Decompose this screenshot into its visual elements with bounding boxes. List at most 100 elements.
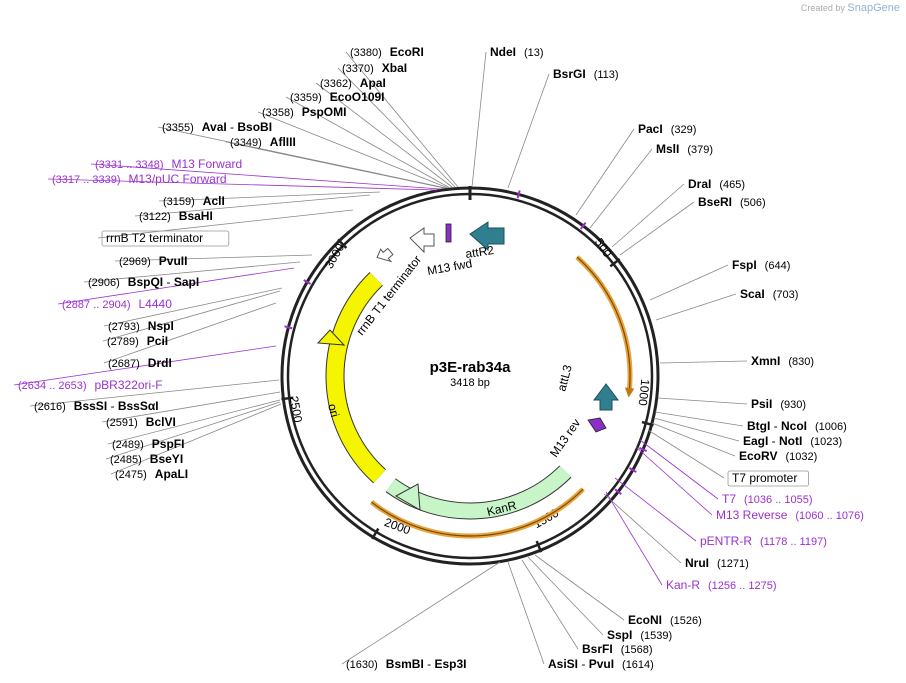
enzyme-label: (3362)ApaI: [320, 76, 386, 90]
leader-line: [605, 491, 663, 586]
tick-mark: [281, 396, 294, 401]
snapgene-credit: Created by SnapGene: [801, 2, 900, 14]
site-label: T7(1036 .. 1055): [722, 492, 813, 506]
leader-line: [114, 254, 313, 262]
site-label: DraI(465): [688, 177, 745, 191]
site-label: M13 Reverse(1060 .. 1076): [716, 508, 864, 522]
enzyme-label: (2793)NspI: [108, 319, 174, 333]
site-label: BsrGI(113): [553, 67, 619, 81]
feature-box: [727, 470, 809, 487]
kanr-arrowhead: [394, 483, 421, 511]
enzyme-label: (3355)AvaI - BsoBI: [162, 120, 272, 134]
enzyme-label: (2475)ApaLI: [115, 467, 188, 481]
enzyme-label: EagI - NotI(1023): [743, 434, 842, 448]
enzyme-label: DraI(465): [688, 177, 745, 191]
enzyme-label: ScaI(703): [740, 287, 798, 301]
leader-line: [651, 422, 736, 457]
leader-line: [654, 411, 744, 427]
site-label: (2489)PspFI: [112, 437, 184, 451]
enzyme-label: (2489)PspFI: [112, 437, 184, 451]
enzyme-label: AsiSI - PvuI(1614): [548, 657, 654, 671]
leader-line: [534, 554, 625, 621]
site-label: ScaI(703): [740, 287, 798, 301]
site-label: EcoRV(1032): [739, 449, 817, 463]
site-label: NdeI(13): [490, 45, 544, 59]
leader-line: [158, 191, 381, 202]
leader-line: [285, 96, 451, 189]
site-label: FspI(644): [732, 258, 790, 272]
feature-label-m13-fwd: M13 fwd: [426, 256, 473, 278]
primer-site-mark: [516, 190, 521, 199]
enzyme-label: BsrFI(1568): [582, 642, 652, 656]
feature-label-attL3: attL3: [554, 363, 575, 393]
enzyme-label: (2591)BclVI: [106, 415, 176, 429]
enzyme-label: (2687)DrdI: [108, 356, 172, 370]
site-label: PsiI(930): [751, 397, 806, 411]
tick-mark: [609, 258, 621, 268]
site-label: (2793)NspI: [108, 319, 174, 333]
enzyme-label: (2616)BssSI - BssSαI: [34, 399, 159, 413]
primer-site-mark: [614, 488, 622, 495]
site-label: (2969)PvuII: [119, 254, 187, 268]
enzyme-label: EcoRV(1032): [739, 449, 817, 463]
leader-line: [589, 148, 653, 229]
site-label: BtgI - NcoI(1006): [747, 419, 847, 433]
tick-mark: [337, 238, 348, 249]
site-label: (2616)BssSI - BssSαI: [34, 399, 159, 413]
leader-line: [101, 391, 281, 423]
enzyme-label: SspI(1539): [607, 628, 672, 642]
attl3-arrow: [593, 383, 619, 411]
enzyme-label: (3370)XbaI: [342, 61, 407, 75]
primer-label: (3317 .. 3339)M13/pUC Forward: [52, 172, 227, 186]
feature-arcs: [284, 190, 648, 539]
feature-arc-bottom-line: [371, 488, 584, 537]
enzyme-label: (3380)EcoRI: [350, 45, 424, 59]
enzyme-label: MslI(379): [656, 142, 713, 156]
primer-label: M13 Reverse(1060 .. 1076): [716, 508, 864, 522]
tick-label: 500: [592, 235, 615, 260]
site-label: (2906)BspQI - SapI: [88, 275, 199, 289]
credit-brand: SnapGene: [847, 2, 900, 14]
leader-line: [657, 397, 748, 405]
site-label: EcoNI(1526): [628, 613, 702, 627]
enzyme-label: (3359)EcoO109I: [290, 90, 385, 104]
site-label: (2591)BclVI: [106, 415, 176, 429]
primer-label: T7(1036 .. 1055): [722, 492, 813, 506]
leader-line: [655, 293, 737, 321]
tick-mark: [641, 420, 654, 427]
leader-line: [635, 446, 713, 516]
leader-line: [341, 561, 501, 665]
plasmid-name: p3E-rab34a: [430, 359, 512, 376]
leader-line: [29, 379, 280, 407]
enzyme-label: FspI(644): [732, 258, 790, 272]
enzyme-label: XmnI(830): [751, 354, 814, 368]
site-label: (3362)ApaI: [320, 76, 386, 90]
leader-line: [611, 183, 685, 248]
enzyme-label: (2969)PvuII: [119, 254, 187, 268]
site-label: (2789)PciI: [107, 334, 168, 348]
leader-line: [90, 163, 441, 190]
leader-line: [157, 126, 447, 189]
leader-line: [103, 302, 277, 364]
enzyme-label: NdeI(13): [490, 45, 544, 59]
leader-line: [649, 264, 729, 301]
leader-line: [47, 178, 438, 191]
ori-arrowhead: [316, 329, 346, 346]
primer-site-mark: [303, 279, 312, 285]
leader-line: [257, 111, 449, 189]
primer-site-mark: [284, 325, 293, 330]
leader-line: [507, 561, 545, 665]
primer-label: (2887 .. 2904)L4440: [62, 297, 172, 311]
leader-line: [102, 290, 281, 342]
site-label: XmnI(830): [751, 354, 814, 368]
leader-line: [110, 403, 282, 475]
site-label: T7 promoter: [727, 470, 809, 487]
site-label: pENTR-R(1178 .. 1197): [700, 534, 827, 548]
feature-box-label: rrnB T2 terminator: [106, 231, 203, 245]
enzyme-label: (1630)BsmBI - Esp3I: [346, 657, 467, 671]
tick-label: 1000: [636, 378, 653, 406]
feature-box: [101, 230, 230, 247]
enzyme-label: (2789)PciI: [107, 334, 168, 348]
tick-mark: [535, 540, 543, 553]
